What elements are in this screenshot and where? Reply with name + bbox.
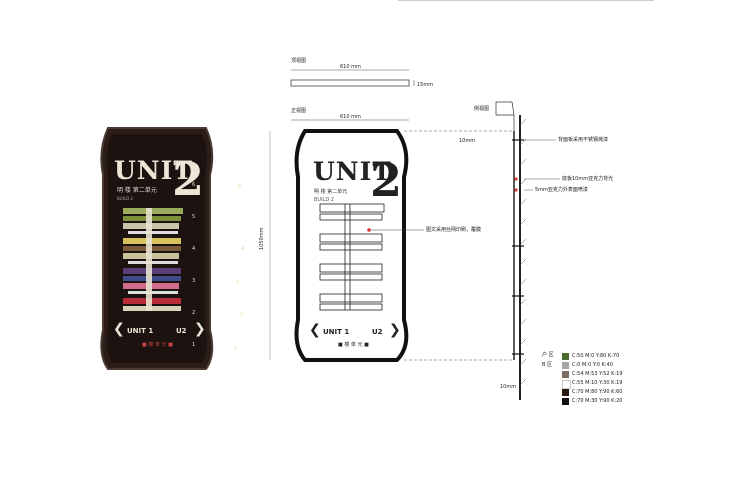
top-thickness-dimension: 15mm: [417, 82, 434, 88]
ghost-floor-label: 1: [234, 346, 238, 352]
ghost-floor-label: 3: [236, 280, 240, 286]
legend-swatch: [562, 380, 571, 389]
front-view-label: 正视图: [291, 108, 307, 114]
bottom-dimension: 10mm: [500, 384, 517, 390]
ghost-floor-label: 6: [238, 184, 242, 190]
legend-swatch: [562, 398, 569, 405]
legend-color-label: C:0 M:0 Y:0 K:40: [572, 362, 613, 368]
offset-dimension: 10mm: [459, 138, 476, 144]
drawing-bottom-right-label: U2: [372, 328, 383, 336]
drawing-subtitle-small: BUILD 2: [314, 197, 334, 203]
sign-floor-label: 4: [192, 246, 196, 252]
sign-subtitle: 明 楼 第二单元: [117, 187, 157, 194]
drawing-bottom-left-label: UNIT 1: [323, 328, 350, 336]
legend-color-label: C:55 M:10 Y:30 K:19: [572, 380, 623, 386]
material-callout: 背面板采用不锈钢烤漆: [558, 137, 609, 143]
legend-swatch: [562, 353, 569, 360]
sign-floor-label: 5: [192, 214, 196, 220]
sign-floor-label: 6: [192, 182, 196, 188]
chevron-right-icon: ❯: [194, 321, 206, 337]
legend-color-label: C:50 M:0 Y:80 K:70: [572, 353, 620, 359]
drawing-footer: ■ 楼 单 元 ■: [338, 342, 369, 348]
legend-color-label: C:70 M:80 Y:90 K:60: [572, 389, 623, 395]
top-view-label: 顶视图: [291, 58, 307, 64]
height-dimension: 1050mm: [259, 227, 265, 250]
legend-group-label: 户 区: [542, 352, 554, 358]
drawing-chevron-left-icon: ❮: [309, 322, 321, 338]
legend-group-label: B 区: [542, 362, 553, 368]
drawing-unit-title: UNIT: [313, 157, 392, 186]
material-callout: 底板10mm亚克力背光: [562, 176, 614, 182]
legend-color-label: C:54 M:53 Y:52 K:19: [572, 371, 623, 377]
drawing-chevron-right-icon: ❯: [389, 322, 401, 338]
sign-floor-label: 3: [192, 278, 196, 284]
sign-floor-label: 2: [192, 310, 196, 316]
drawing-unit-number: 2: [370, 153, 403, 207]
legend-color-label: C:70 M:30 Y:90 K:20: [572, 398, 623, 404]
ghost-floor-label: 4: [241, 246, 245, 252]
material-callout: 5mm亚克力外表面喷漆: [535, 187, 588, 193]
sign-bottom-left-label: UNIT 1: [127, 327, 154, 335]
side-view-label: 侧视图: [474, 106, 490, 112]
ghost-floor-label: 2: [240, 312, 244, 318]
sign-unit-title: UNIT: [114, 156, 193, 185]
sign-footer: ■ 楼 单 元 ■: [142, 342, 173, 348]
chevron-left-icon: ❮: [113, 321, 125, 337]
sign-unit-number: 2: [172, 152, 205, 206]
front-width-dimension: 610 mm: [340, 114, 361, 120]
legend-swatch: [562, 389, 569, 396]
drawing-floor-map: [319, 203, 385, 311]
sign-bottom-right-label: U2: [176, 327, 187, 335]
legend-swatch: [562, 371, 569, 378]
legend-swatch: [562, 362, 569, 369]
drawing-subtitle: 明 楼 第二单元: [314, 189, 348, 195]
top-width-dimension: 610 mm: [340, 64, 361, 70]
top-rule-line: [398, 0, 654, 1]
sign-subtitle-small: BUILD 2: [117, 196, 133, 201]
sign-floor-label: 1: [192, 342, 196, 348]
print-callout: 图文采用丝网印刷，覆膜: [426, 227, 482, 233]
floor-map-stack: [123, 208, 183, 311]
